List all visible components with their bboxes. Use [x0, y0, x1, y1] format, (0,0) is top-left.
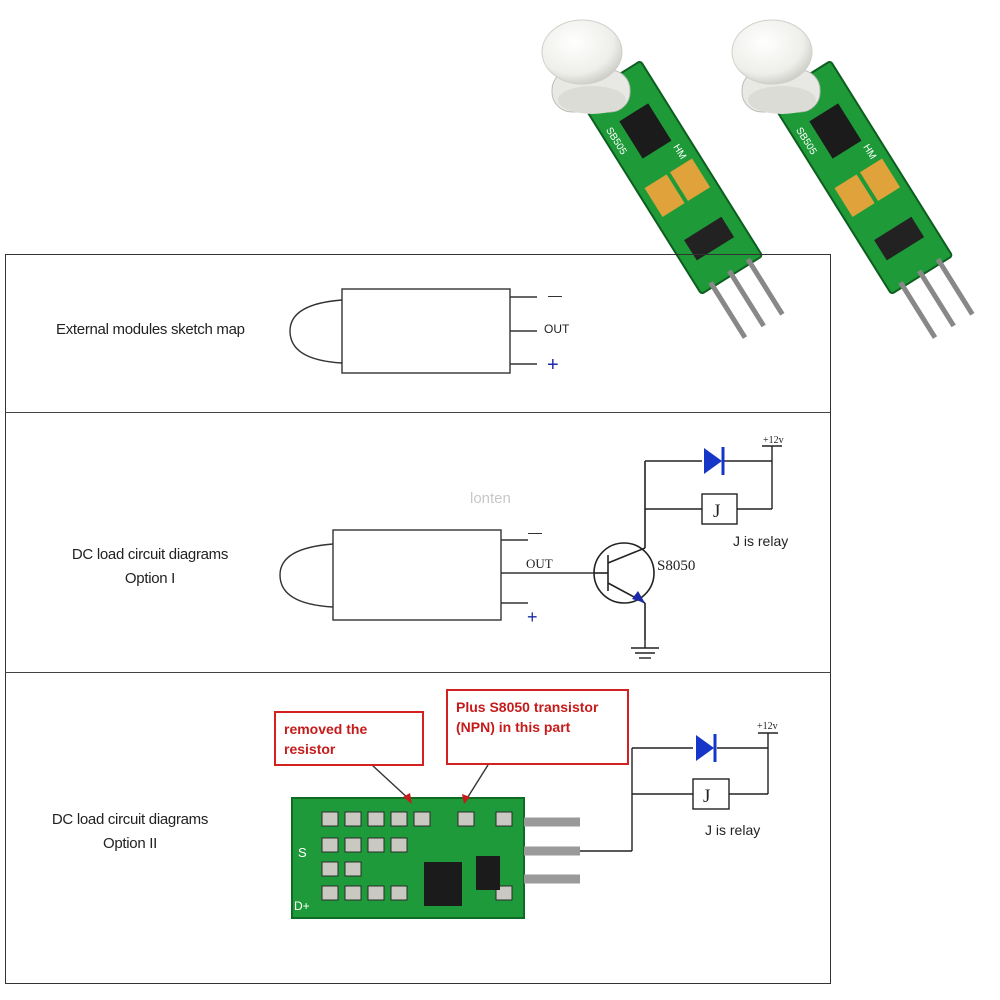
product-photo: HM SB505 HM SB505	[541, 19, 975, 339]
row2-label-line1: DC load circuit diagrams	[71, 546, 229, 563]
row-divider-1	[5, 412, 831, 413]
callout-plus-transistor: Plus S8050 transistor (NPN) in this part	[446, 689, 629, 765]
row2-label-line2: Option I	[124, 570, 176, 587]
callout-resistor-text: removed the resistor	[284, 721, 368, 757]
callout-transistor-line2: (NPN) in this part	[456, 719, 571, 735]
diagram-table	[5, 254, 831, 984]
callout-removed-resistor: removed the resistor	[274, 711, 424, 766]
row1-label: External modules sketch map	[56, 321, 245, 338]
row3-label-line1: DC load circuit diagrams	[51, 811, 209, 828]
watermark: lonten	[470, 490, 511, 507]
callout-transistor-line1: Plus S8050 transistor	[456, 699, 599, 715]
pir-dome-left	[541, 19, 631, 114]
row3-label-line2: Option II	[103, 835, 157, 852]
row-divider-2	[5, 672, 831, 673]
pir-dome-right	[731, 19, 821, 114]
pir-module-left: HM SB505	[579, 61, 785, 339]
